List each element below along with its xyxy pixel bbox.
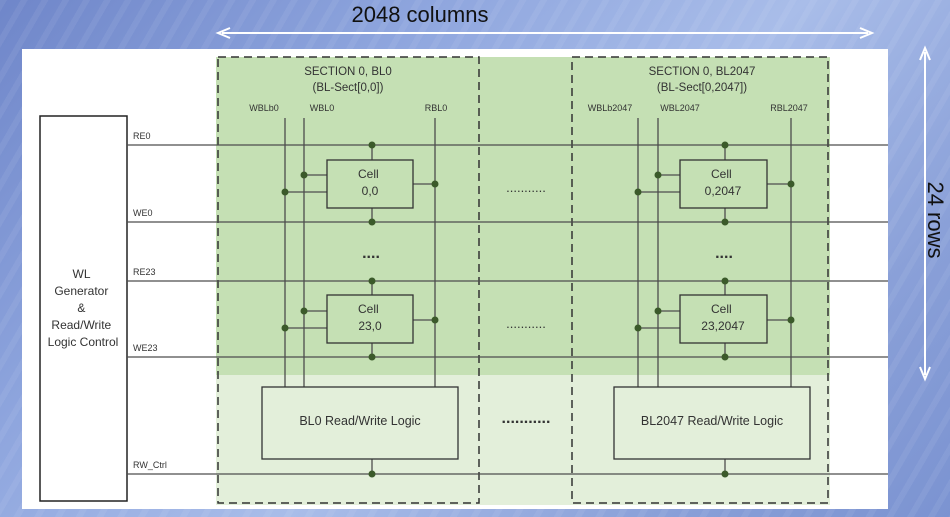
we0-label: WE0 (133, 208, 153, 218)
wl-line-5: Logic Control (48, 335, 119, 349)
wl-generator-block (39, 115, 128, 502)
wl-line-1: WL (73, 267, 91, 281)
section-0-vdots: .... (362, 245, 380, 262)
bl0-logic-block (261, 386, 459, 460)
we23-label: WE23 (133, 343, 158, 353)
wbl2047-label: WBL2047 (660, 103, 700, 113)
svg-text:Cell 23,2047: Cell 23,2047 (701, 302, 745, 333)
svg-text:Cell 23,0: Cell 23,0 (358, 302, 382, 333)
bl0-logic-label: BL0 Read/Write Logic (299, 414, 420, 428)
cell-0-2047 (679, 159, 768, 209)
svg-text:Cell 0,2047: Cell 0,2047 (705, 167, 742, 198)
svg-text:Cell 0,0: Cell 0,0 (358, 167, 382, 198)
re0-label: RE0 (133, 131, 151, 141)
rbl0-label: RBL0 (425, 103, 448, 113)
rbl2047-label: RBL2047 (770, 103, 808, 113)
row0-hdots: ........... (506, 180, 546, 195)
cell-0-0 (326, 159, 414, 209)
section-2047-vdots: .... (715, 245, 733, 262)
section-0: SECTION 0, BL0 (BL-Sect[0,0]) WBLb0 WBL0… (249, 66, 459, 478)
cell-23-2047 (679, 294, 768, 344)
section-2047: SECTION 0, BL2047 (BL-Sect[0,2047]) WBLb… (588, 66, 811, 478)
wbl0-label: WBL0 (310, 103, 335, 113)
wblb2047-label: WBLb2047 (588, 103, 633, 113)
section-2047-title: SECTION 0, BL2047 (649, 66, 756, 78)
section-2047-subtitle: (BL-Sect[0,2047]) (657, 82, 747, 94)
rw-ctrl-label: RW_Ctrl (133, 460, 167, 470)
wl-line-2: Generator (54, 284, 108, 298)
bl2047-logic-label: BL2047 Read/Write Logic (641, 414, 783, 428)
re23-label: RE23 (133, 267, 156, 277)
section-0-border (217, 56, 480, 504)
section-0-title: SECTION 0, BL0 (304, 66, 392, 78)
svg-text:WL Generator & Rea: WL Generator & Read/Write Logic Control (48, 267, 119, 349)
rows-arrow (919, 45, 931, 382)
section-0-subtitle: (BL-Sect[0,0]) (313, 82, 384, 94)
wl-line-4: Read/Write (51, 318, 111, 332)
wblb0-label: WBLb0 (249, 103, 279, 113)
wl-line-3: & (77, 301, 85, 315)
cell-23-0 (326, 294, 414, 344)
bl2047-logic-block (613, 386, 811, 460)
logic-hdots: ........... (502, 410, 551, 427)
columns-arrow (215, 27, 875, 39)
row23-hdots: ........... (506, 316, 546, 331)
columns-label: 2048 columns (351, 2, 489, 27)
